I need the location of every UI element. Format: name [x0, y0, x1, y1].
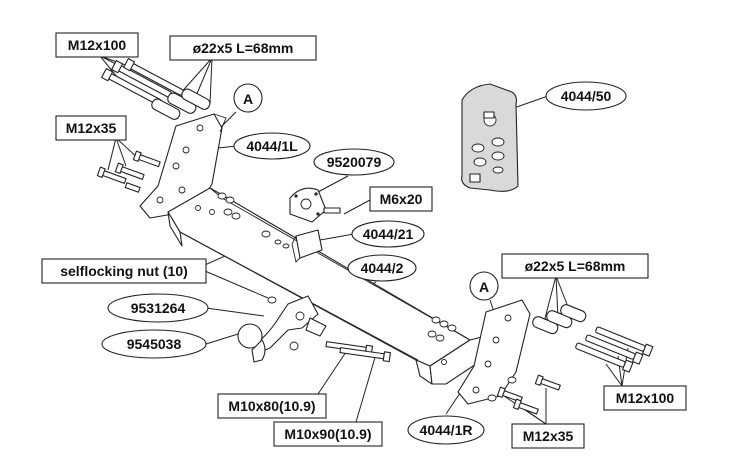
label-m6x20: M6x20 [369, 186, 433, 212]
crossbar-drawing [167, 187, 489, 385]
label-m12x100-right: M12x100 [603, 385, 687, 411]
svg-text:M10x90(10.9): M10x90(10.9) [284, 426, 371, 442]
svg-text:M10x80(10.9): M10x80(10.9) [228, 398, 315, 414]
svg-text:4044/50: 4044/50 [561, 88, 612, 104]
svg-text:M12x100: M12x100 [68, 37, 127, 53]
svg-text:A: A [479, 279, 489, 295]
label-sleeve-right: ø22x5 L=68mm [501, 253, 649, 279]
label-selflocking-nut: selflocking nut (10) [41, 258, 207, 284]
svg-text:4044/21: 4044/21 [363, 226, 414, 242]
socket-plate-drawing [289, 187, 341, 223]
svg-text:4044/2: 4044/2 [361, 260, 404, 276]
svg-text:4044/1L: 4044/1L [246, 138, 298, 154]
bolts-m12x35-left-drawing [96, 150, 161, 193]
ball-neck-drawing [237, 295, 327, 363]
left-bracket-drawing [139, 113, 227, 219]
washers-left-drawing [217, 192, 277, 304]
label-socket-bracket: 4044/21 [351, 220, 425, 248]
label-ball-neck: 9545038 [101, 329, 207, 359]
svg-text:M12x100: M12x100 [616, 390, 675, 406]
socket-bracket-drawing [274, 229, 323, 263]
label-sleeve-top: ø22x5 L=68mm [169, 35, 317, 61]
bolts-m12x100-right-drawing [575, 326, 654, 373]
bolts-m12x35-right-drawing [496, 374, 561, 415]
label-detail-a-left: A [233, 83, 263, 113]
label-socket-plate: 9520079 [313, 148, 395, 176]
label-hardware-bag: 4044/50 [545, 81, 627, 111]
bolts-m10-drawing [325, 341, 391, 363]
washers-right-drawing [427, 316, 517, 402]
svg-text:4044/1R: 4044/1R [420, 422, 473, 438]
svg-text:ø22x5 L=68mm: ø22x5 L=68mm [193, 40, 294, 56]
svg-text:9545038: 9545038 [127, 336, 182, 352]
svg-text:A: A [243, 91, 253, 107]
hardware-bag-drawing [461, 83, 519, 192]
sleeves-right-drawing [532, 304, 587, 335]
svg-text:M6x20: M6x20 [380, 191, 423, 207]
label-ball-part: 9531264 [107, 293, 209, 323]
label-m12x35-right: M12x35 [511, 423, 585, 449]
svg-text:selflocking nut (10): selflocking nut (10) [60, 263, 188, 279]
label-m12x100-top: M12x100 [55, 32, 139, 58]
sleeves-top-drawing [151, 88, 211, 120]
svg-text:9531264: 9531264 [131, 300, 186, 316]
label-bracket-left: 4044/1L [233, 132, 311, 160]
label-bracket-right: 4044/1R [407, 415, 485, 445]
label-crossbar: 4044/2 [347, 254, 417, 282]
svg-text:ø22x5 L=68mm: ø22x5 L=68mm [525, 258, 626, 274]
svg-text:9520079: 9520079 [327, 154, 382, 170]
label-m10x90: M10x90(10.9) [273, 421, 383, 447]
label-m12x35-left: M12x35 [55, 115, 127, 141]
label-m10x80: M10x80(10.9) [217, 393, 327, 419]
svg-text:M12x35: M12x35 [66, 120, 117, 136]
svg-text:M12x35: M12x35 [523, 428, 574, 444]
label-detail-a-right: A [469, 271, 499, 301]
